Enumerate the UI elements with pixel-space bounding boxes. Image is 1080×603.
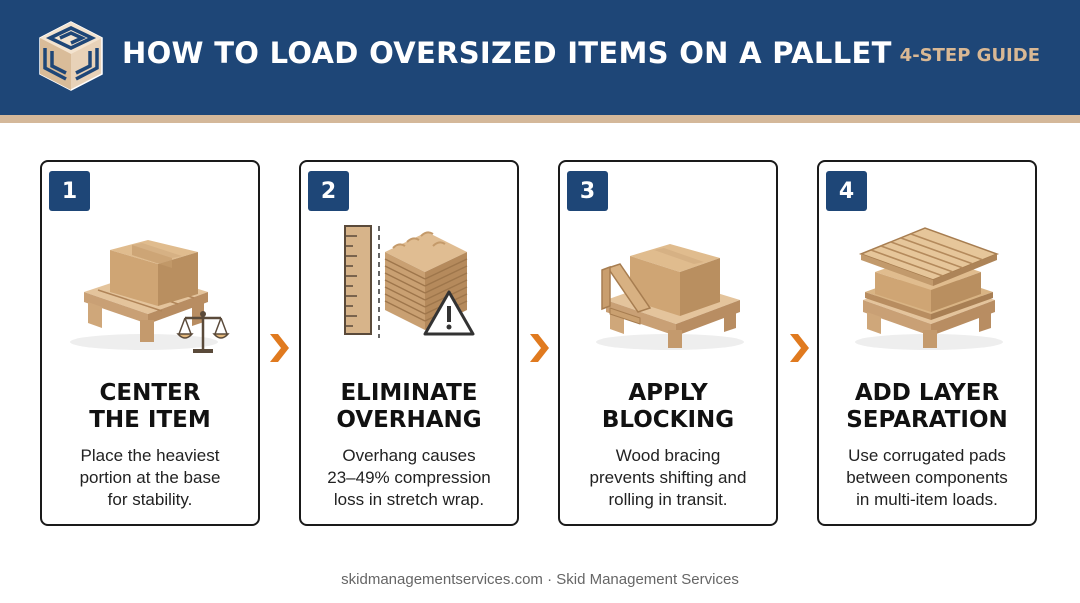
footer-credit: skidmanagementservices.com · Skid Manage… xyxy=(341,571,739,588)
chevron-right-icon xyxy=(790,334,809,362)
step-number-badge: 1 xyxy=(49,171,90,211)
step-description: Overhang causes 23–49% compression loss … xyxy=(327,446,491,509)
chevron-right-icon xyxy=(530,334,549,362)
step-title: APPLY BLOCKING xyxy=(601,380,735,433)
ruler-and-stack-warning-icon xyxy=(344,225,475,338)
step-card-2: 2 xyxy=(299,160,519,526)
step-description: Place the heaviest portion at the base f… xyxy=(79,446,221,509)
step-number-badge: 4 xyxy=(826,171,867,211)
pallet-logo-icon xyxy=(39,21,103,91)
step-title: ADD LAYER SEPARATION xyxy=(846,380,1008,433)
header-accent-stripe xyxy=(0,115,1080,123)
step-number-badge: 2 xyxy=(308,171,349,211)
step-description: Wood bracing prevents shifting and rolli… xyxy=(589,446,747,509)
chevron-right-icon xyxy=(270,334,289,362)
step-description: Use corrugated pads between components i… xyxy=(846,446,1008,509)
step-card-3: 3 APPLY BLOCKING Wood bracing prevents s… xyxy=(558,160,778,526)
page-title: HOW TO LOAD OVERSIZED ITEMS ON A PALLET xyxy=(122,36,892,70)
guide-subtitle: 4-STEP GUIDE xyxy=(899,45,1040,66)
layered-corrugated-pads-icon xyxy=(855,227,1003,350)
step-title: ELIMINATE OVERHANG xyxy=(336,380,482,433)
box-with-wood-blocking-icon xyxy=(596,244,744,350)
step-card-1: 1 CENTER THE ITEM xyxy=(40,160,260,526)
header-bar xyxy=(0,0,1080,115)
step-card-4: 4 ADD LAYER SEPARATION Use corrugated pa… xyxy=(817,160,1037,526)
step-number-badge: 3 xyxy=(567,171,608,211)
step-title: CENTER THE ITEM xyxy=(89,380,211,433)
box-on-pallet-with-scale-icon xyxy=(70,240,230,353)
